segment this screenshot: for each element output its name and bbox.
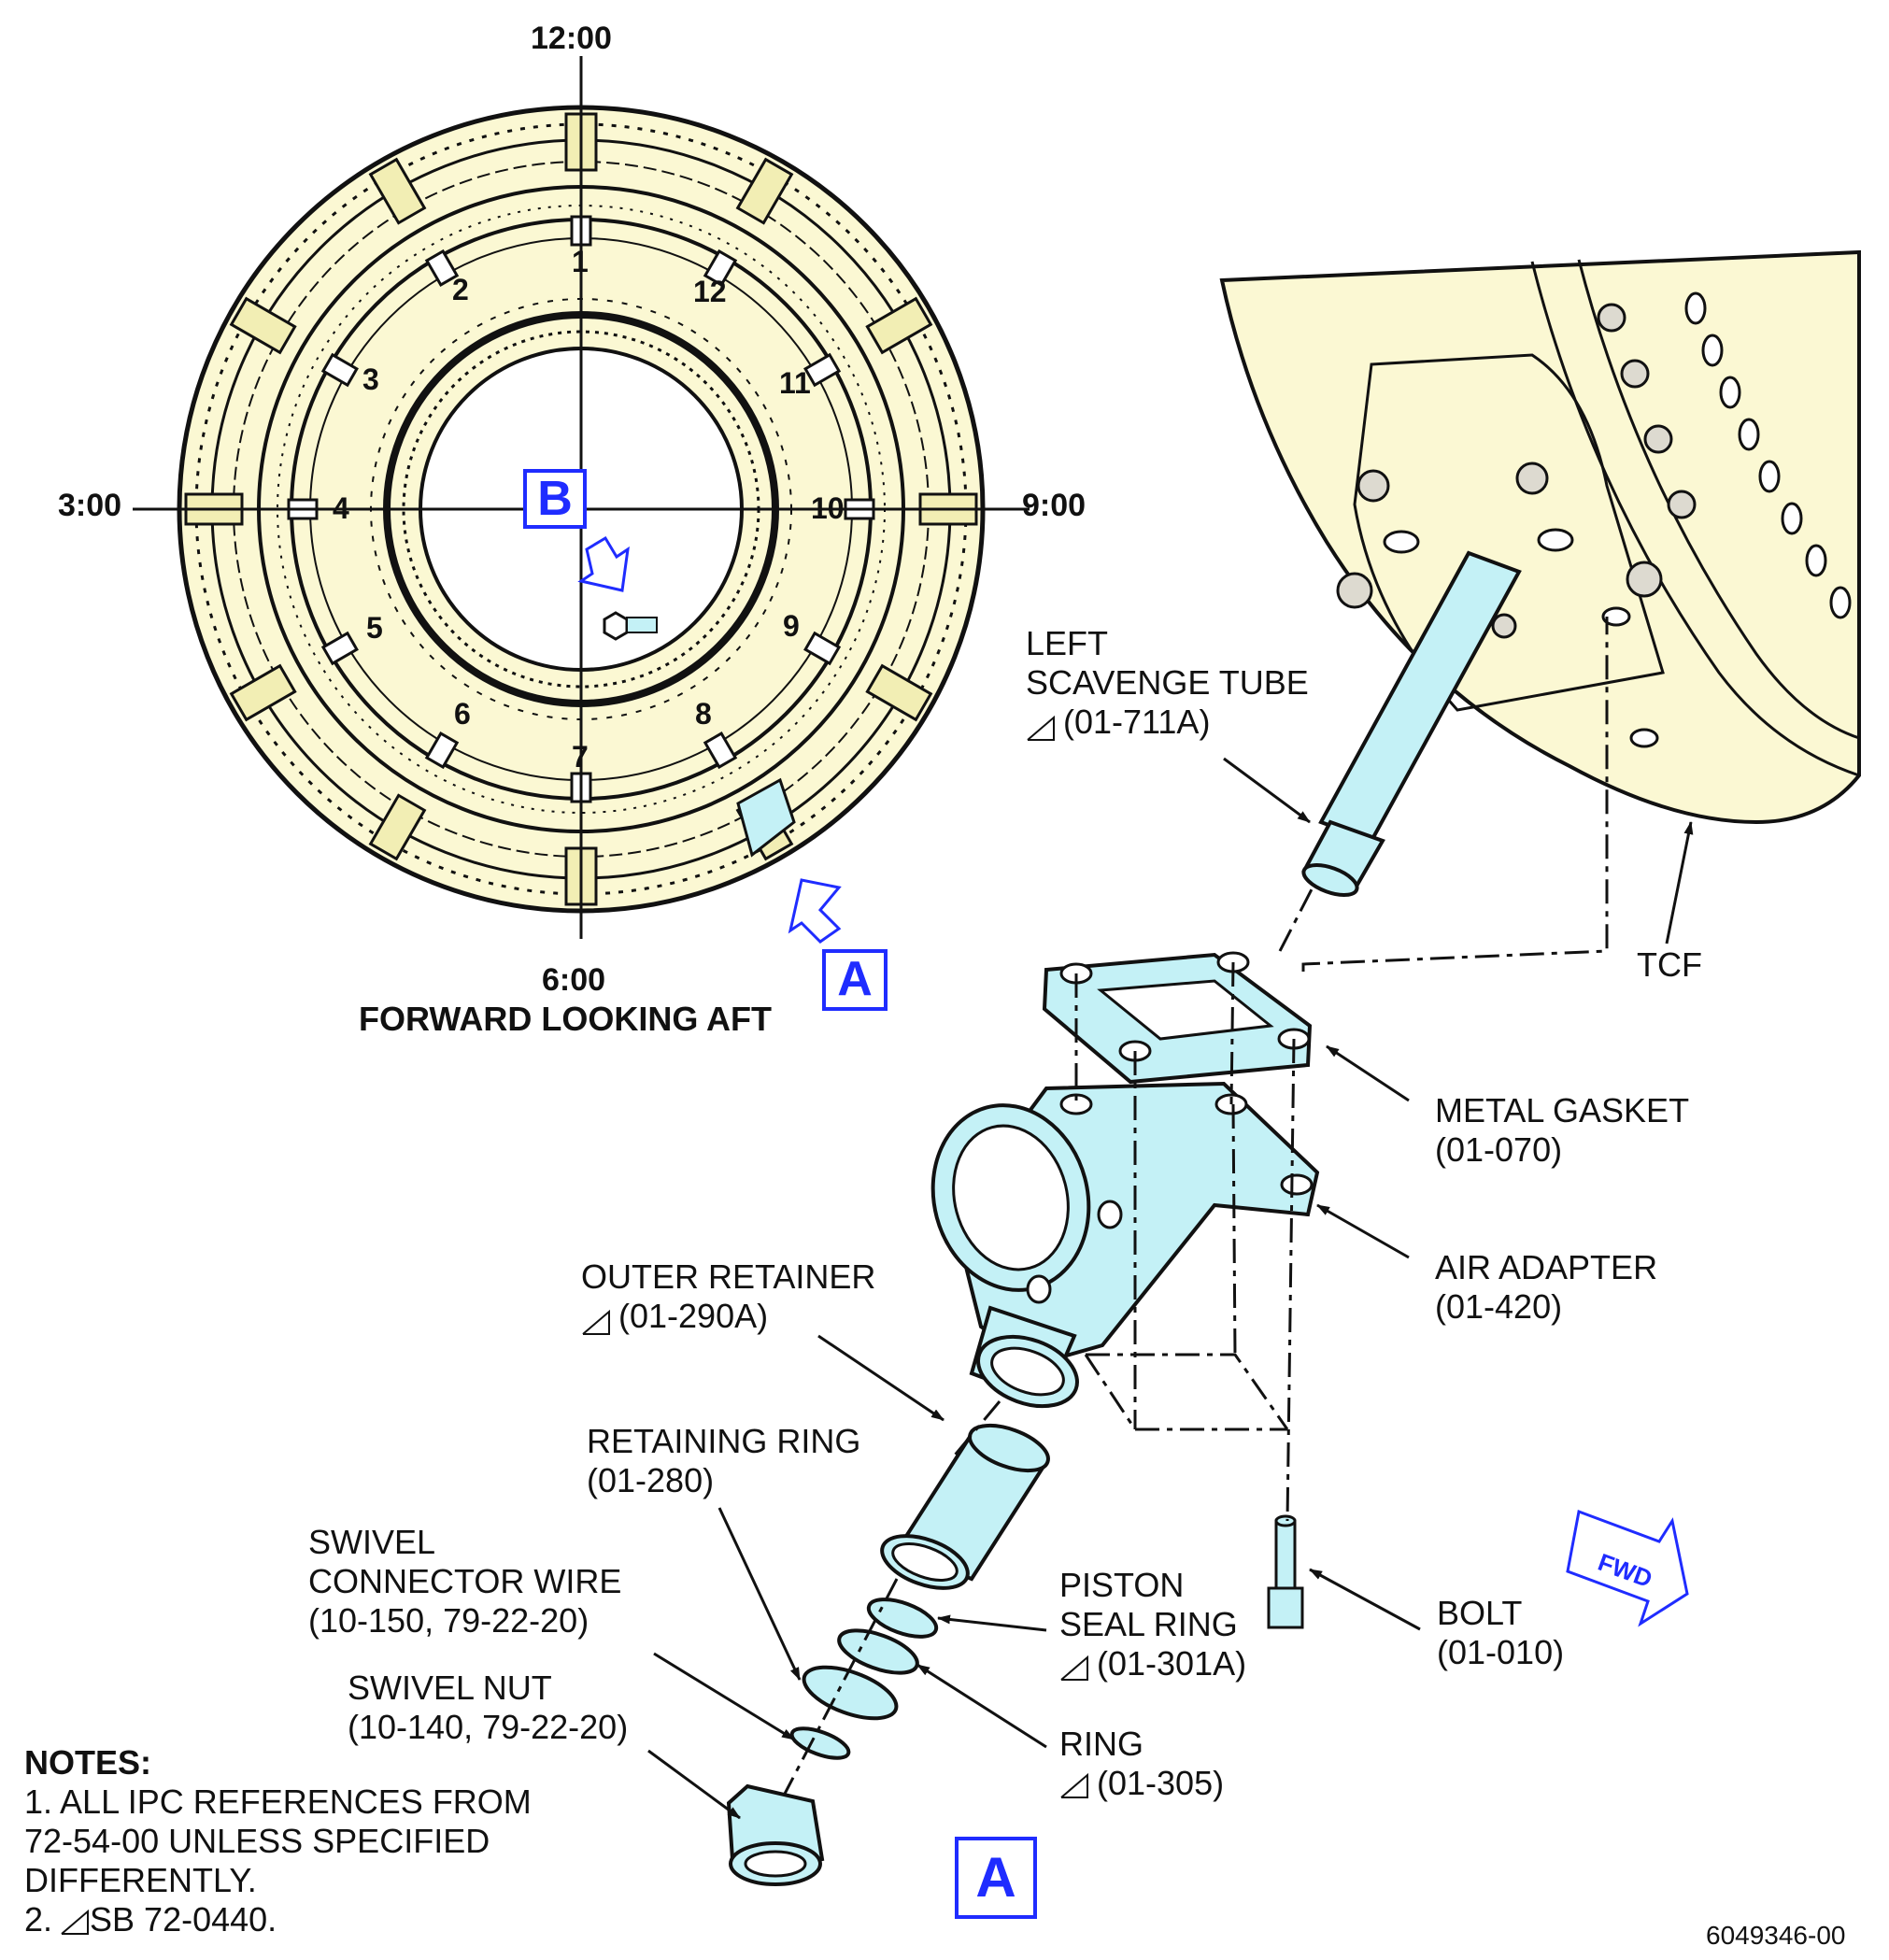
position-number-11: 11 xyxy=(779,366,811,400)
notes-title: NOTES: xyxy=(24,1743,152,1782)
view-b-callout[interactable]: B xyxy=(523,469,587,529)
view-a-arrow xyxy=(788,878,842,944)
position-number-12: 12 xyxy=(693,275,727,308)
tcf-case xyxy=(1219,249,1861,825)
position-number-9: 9 xyxy=(783,609,800,643)
position-number-8: 8 xyxy=(695,697,712,731)
clock-label-6: 6:00 xyxy=(542,962,606,998)
label-swivel-nut: SWIVEL NUT (10-140, 79-22-20) xyxy=(348,1669,629,1746)
position-number-4: 4 xyxy=(333,491,349,525)
note-1-line-2: 72-54-00 UNLESS SPECIFIED xyxy=(24,1822,490,1860)
fwd-arrow xyxy=(1566,1509,1689,1627)
position-number-7: 7 xyxy=(572,740,589,774)
note-1-line-1: 1. ALL IPC REFERENCES FROM xyxy=(24,1782,532,1821)
outer-retainer xyxy=(880,1423,1050,1590)
label-left-scavenge-tube: LEFT SCAVENGE TUBE (01-711A) xyxy=(1026,624,1309,741)
label-metal-gasket: METAL GASKET (01-070) xyxy=(1435,1091,1690,1169)
view-a-callout-large[interactable]: A xyxy=(955,1837,1037,1919)
label-ring: RING (01-305) xyxy=(1059,1725,1225,1802)
note-1-line-3: DIFFERENTLY. xyxy=(24,1861,257,1899)
metal-gasket xyxy=(1042,951,1313,1085)
label-bolt: BOLT (01-010) xyxy=(1437,1594,1565,1671)
clock-label-12: 12:00 xyxy=(531,21,612,56)
position-number-5: 5 xyxy=(366,611,383,645)
position-number-10: 10 xyxy=(811,491,845,525)
note-2: SB 72-0440. xyxy=(90,1900,277,1939)
left-scavenge-tube xyxy=(1301,550,1522,897)
ring-view-caption: FORWARD LOOKING AFT xyxy=(359,1000,772,1038)
view-b-arrow xyxy=(577,535,630,592)
piston-seal-ring xyxy=(866,1598,939,1639)
label-tcf: TCF xyxy=(1637,945,1702,984)
air-adapter xyxy=(930,1081,1320,1409)
clock-label-9: 9:00 xyxy=(1022,488,1087,523)
label-swivel-connector-wire: SWIVEL CONNECTOR WIRE (10-150, 79-22-20) xyxy=(308,1523,622,1640)
position-number-1: 1 xyxy=(572,245,589,278)
bolt xyxy=(1267,1514,1304,1629)
label-retaining-ring: RETAINING RING (01-280) xyxy=(587,1422,861,1499)
label-outer-retainer: OUTER RETAINER (01-290A) xyxy=(581,1257,876,1335)
swivel-connector-wire xyxy=(789,1726,851,1760)
notes-block: NOTES: 1. ALL IPC REFERENCES FROM 72-54-… xyxy=(24,1743,532,1939)
position-number-2: 2 xyxy=(452,273,469,306)
swivel-nut xyxy=(726,1783,825,1886)
position-number-3: 3 xyxy=(362,362,379,396)
label-air-adapter: AIR ADAPTER (01-420) xyxy=(1435,1248,1658,1326)
figure-number: 6049346-00 xyxy=(1706,1921,1846,1950)
label-piston-seal-ring: PISTON SEAL RING (01-301A) xyxy=(1059,1566,1247,1683)
retaining-ring xyxy=(802,1665,899,1721)
view-a-callout-small[interactable]: A xyxy=(822,949,888,1011)
position-number-6: 6 xyxy=(454,697,471,731)
clock-label-3: 3:00 xyxy=(58,488,122,523)
